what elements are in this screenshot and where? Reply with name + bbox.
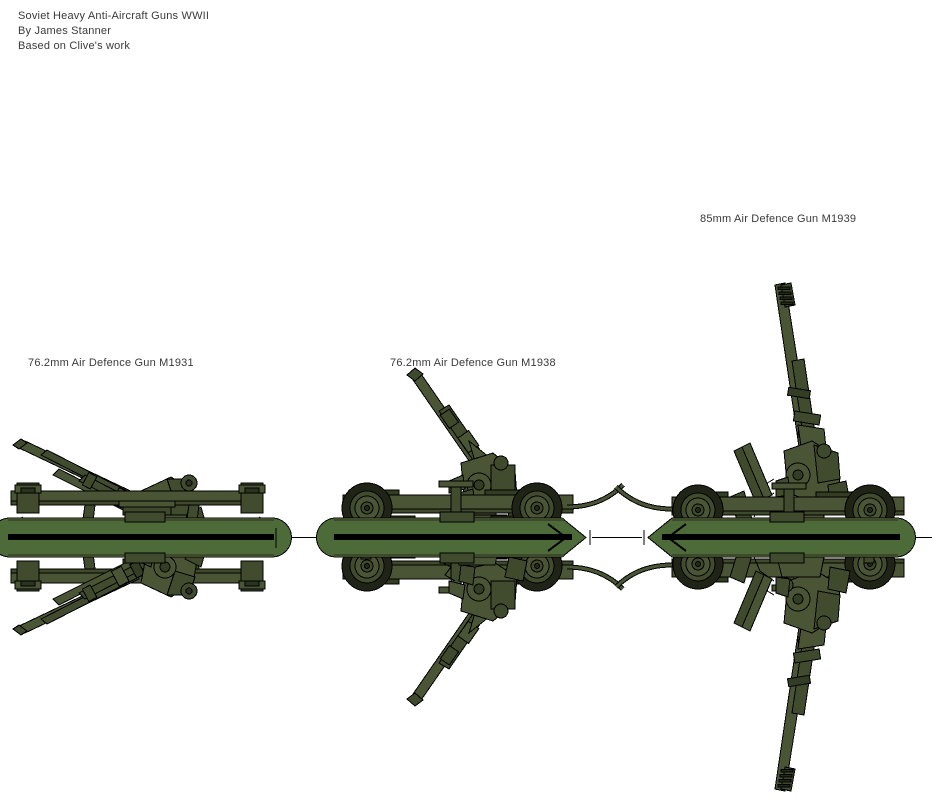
title-block: Soviet Heavy Anti-Aircraft Guns WWII By … bbox=[18, 9, 209, 54]
title-line-1: Soviet Heavy Anti-Aircraft Guns WWII bbox=[18, 10, 210, 22]
illustration-m1939 bbox=[616, 283, 916, 791]
label-gun-m1938: 76.2mm Air Defence Gun M1938 bbox=[390, 357, 556, 369]
illustration-m1938 bbox=[316, 368, 623, 706]
trail-beam bbox=[0, 511, 292, 564]
label-gun-m1931: 76.2mm Air Defence Gun M1931 bbox=[28, 357, 194, 369]
title-line-3-credit: Based on Clive's work bbox=[18, 40, 131, 52]
illustration-m1931 bbox=[0, 438, 292, 636]
title-line-2-author: By James Stanner bbox=[18, 25, 112, 37]
trail-beam bbox=[647, 511, 916, 564]
trail-beam bbox=[316, 511, 587, 564]
label-gun-m1939: 85mm Air Defence Gun M1939 bbox=[700, 213, 857, 225]
